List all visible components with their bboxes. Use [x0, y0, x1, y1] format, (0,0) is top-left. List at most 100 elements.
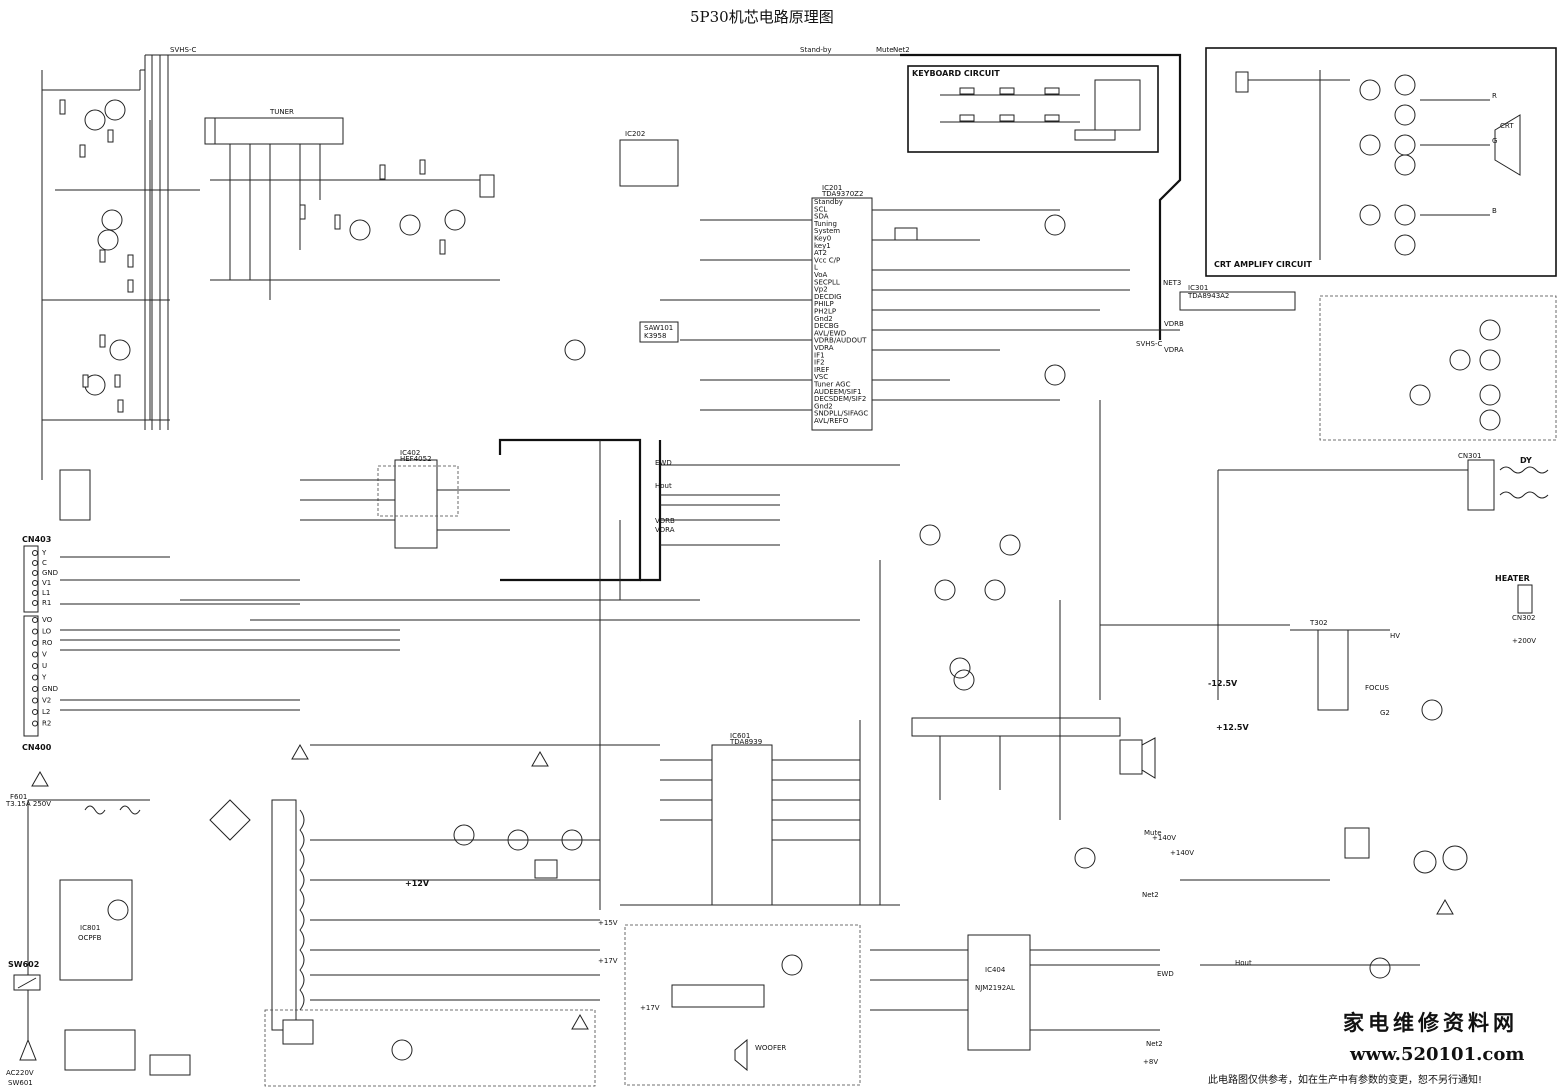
vdrb-label: VDRB	[1164, 320, 1184, 328]
v140-label: +140V	[1170, 849, 1194, 857]
main-ic-pin-label: System	[814, 227, 840, 235]
main-ic-pin-label: VoA	[814, 271, 828, 279]
standby-label: Stand-by	[800, 46, 831, 54]
main-ic-name: IC201	[822, 184, 842, 192]
g2-label: G2	[1380, 709, 1390, 717]
sw601-label: SW601	[8, 1079, 33, 1087]
v17-label-2: +17V	[640, 1004, 660, 1012]
switch-ic-block: IC402 HEF4052	[300, 449, 510, 549]
cn400-pins-pin-mark	[32, 617, 38, 623]
hout-label: Hout	[655, 482, 672, 490]
heater-label: HEATER	[1495, 574, 1530, 583]
hv-label: HV	[1390, 632, 1400, 640]
cn302-label: CN302	[1512, 614, 1536, 622]
ewd-label-2: EWD	[655, 459, 672, 467]
cn403-pins-pin-label: V1	[42, 579, 51, 587]
woofer-label: WOOFER	[755, 1044, 786, 1052]
cn403-pins-pin-mark	[32, 600, 38, 606]
cn400-pins-pin-label: Y	[41, 674, 47, 682]
cn400-pins-pin-label: U	[42, 662, 47, 670]
main-ic-pin-label: Tuning	[813, 220, 837, 228]
main-ic-pin-label: Tuner AGC	[813, 381, 851, 389]
crt-g: G	[1492, 137, 1497, 145]
crt-label: CRT	[1500, 122, 1514, 130]
vert-ic-name: IC301	[1188, 284, 1208, 292]
main-ic-pin-label: SCL	[814, 205, 827, 213]
main-signal-frame	[498, 53, 1182, 582]
bass-ic-name: IC404	[985, 966, 1006, 974]
main-ic-pin-label: AUDEEM/SIF1	[814, 388, 862, 396]
vert-ic-part: TDA8943A2	[1187, 292, 1229, 300]
v140-label-2: +140V	[1152, 834, 1176, 842]
svhs-label: SVHS-C	[170, 46, 196, 54]
main-ic-pin-label: AT2	[814, 249, 827, 257]
main-ic-pin-label: L	[814, 264, 818, 272]
cn301-label: CN301	[1458, 452, 1482, 460]
main-ic-pin-label: Key0	[814, 235, 831, 243]
audio-ic-block: IC601 TDA8939	[620, 732, 900, 906]
cn403-pins-pin-label: C	[42, 559, 47, 567]
cn400-pins-pin-mark	[32, 709, 38, 715]
tuner-label: TUNER	[269, 108, 294, 116]
tuner-block: TUNER	[204, 108, 500, 300]
net2-label: Net2	[893, 46, 910, 54]
main-ic-pin-label: key1	[814, 242, 831, 250]
cn403-pins-pin-mark	[32, 580, 38, 586]
crt-amp-title: CRT AMPLIFY CIRCUIT	[1214, 260, 1312, 269]
cn403-pins-pin-mark	[32, 560, 38, 566]
cn400-pins-pin-mark	[32, 674, 38, 681]
fbt-label: T302	[1309, 619, 1328, 627]
vertical-circuit: IC301 TDA8943A2 VDRB VDRA SVHS-C NET3 CN…	[1136, 279, 1557, 700]
main-ic-pin-label: Gnd2	[814, 315, 833, 323]
eeprom-name: IC402	[400, 449, 420, 457]
cn403-pins-pin-label: GND	[42, 569, 58, 577]
v17-label: +17V	[598, 957, 618, 965]
mute-label: Mute	[876, 46, 894, 54]
keyboard-circuit: KEYBOARD CIRCUIT	[907, 65, 1159, 153]
video-buffer-circuit	[41, 69, 200, 480]
horizontal-drive: EWD +140V	[1157, 827, 1437, 979]
cn400-pins-pin-label: V	[42, 651, 47, 659]
cn400-pins-pin-label: RO	[42, 639, 53, 647]
v12p-label: +12.5V	[1216, 723, 1249, 732]
vdra-label-2: VDRA	[655, 526, 675, 534]
cn400-pins-pin-mark	[32, 628, 38, 635]
v15-label: +15V	[598, 919, 618, 927]
flyback-circuit: HEATER CN302 +200V T302 HV FOCUS G2 -12.…	[1099, 574, 1536, 871]
cn400-pins-pin-label: V2	[42, 697, 51, 705]
cn400-pins-pin-label: VO	[42, 616, 53, 624]
main-ic-pin-label: SECPLL	[814, 278, 840, 286]
net3-label: NET3	[1163, 279, 1181, 287]
main-ic-pin-label: VDRB/AUDOUT	[814, 337, 867, 345]
crt-amplify-circuit: CRT AMPLIFY CIRCUIT CRT R G B	[1205, 47, 1557, 277]
svhs-label-2: SVHS-C	[1136, 340, 1162, 348]
cn400-pins-pin-mark	[32, 697, 38, 704]
bass-ic-part: NJM2192AL	[975, 984, 1015, 992]
main-ic-pin-label: IF1	[814, 351, 825, 359]
v12n-label: -12.5V	[1208, 679, 1238, 688]
power-ic-name: IC801	[80, 924, 100, 932]
main-ic-pin-label: DECSDEM/SIF2	[814, 395, 866, 403]
misc-circuitry: EWD Hout VDRB VDRA Mute Net2 Net2 +8V +1…	[180, 400, 1454, 1066]
cn400-pins-pin-mark	[32, 640, 38, 646]
crt-r: R	[1492, 92, 1497, 100]
main-ic-pin-label: AVL/REFO	[814, 417, 849, 425]
cn400-label: CN400	[22, 743, 52, 752]
cn400-pins-pin-label: L2	[42, 708, 50, 716]
svg-text:IC202: IC202	[625, 130, 645, 138]
saw-part: K3958	[644, 332, 666, 340]
eeprom-part: HEF4052	[400, 455, 432, 463]
main-ic-block: IC201 TDA9370Z2 StandbySCLSDATuningSyste…	[564, 130, 1160, 431]
main-ic-pin-label: Vcc C/P	[814, 256, 840, 264]
main-ic-part: TDA9370Z2	[821, 190, 863, 198]
power-ic-part: OCPFB	[78, 934, 102, 942]
main-ic-pin-label: DECBG	[814, 322, 839, 330]
main-ic-pin-label: DECDIG	[814, 293, 842, 301]
saw-name: SAW101	[644, 324, 673, 332]
cn403-label: CN403	[22, 535, 51, 544]
disclaimer-note: 此电路图仅供参考，如在生产中有参数的变更，恕不另行通知!	[1208, 1073, 1482, 1086]
sw602-label: SW602	[8, 960, 39, 969]
cn400-pins-pin-mark	[32, 651, 38, 658]
audio-ic-part: TDA8939	[729, 738, 762, 746]
main-ic-pin-label: SDA	[814, 213, 829, 221]
